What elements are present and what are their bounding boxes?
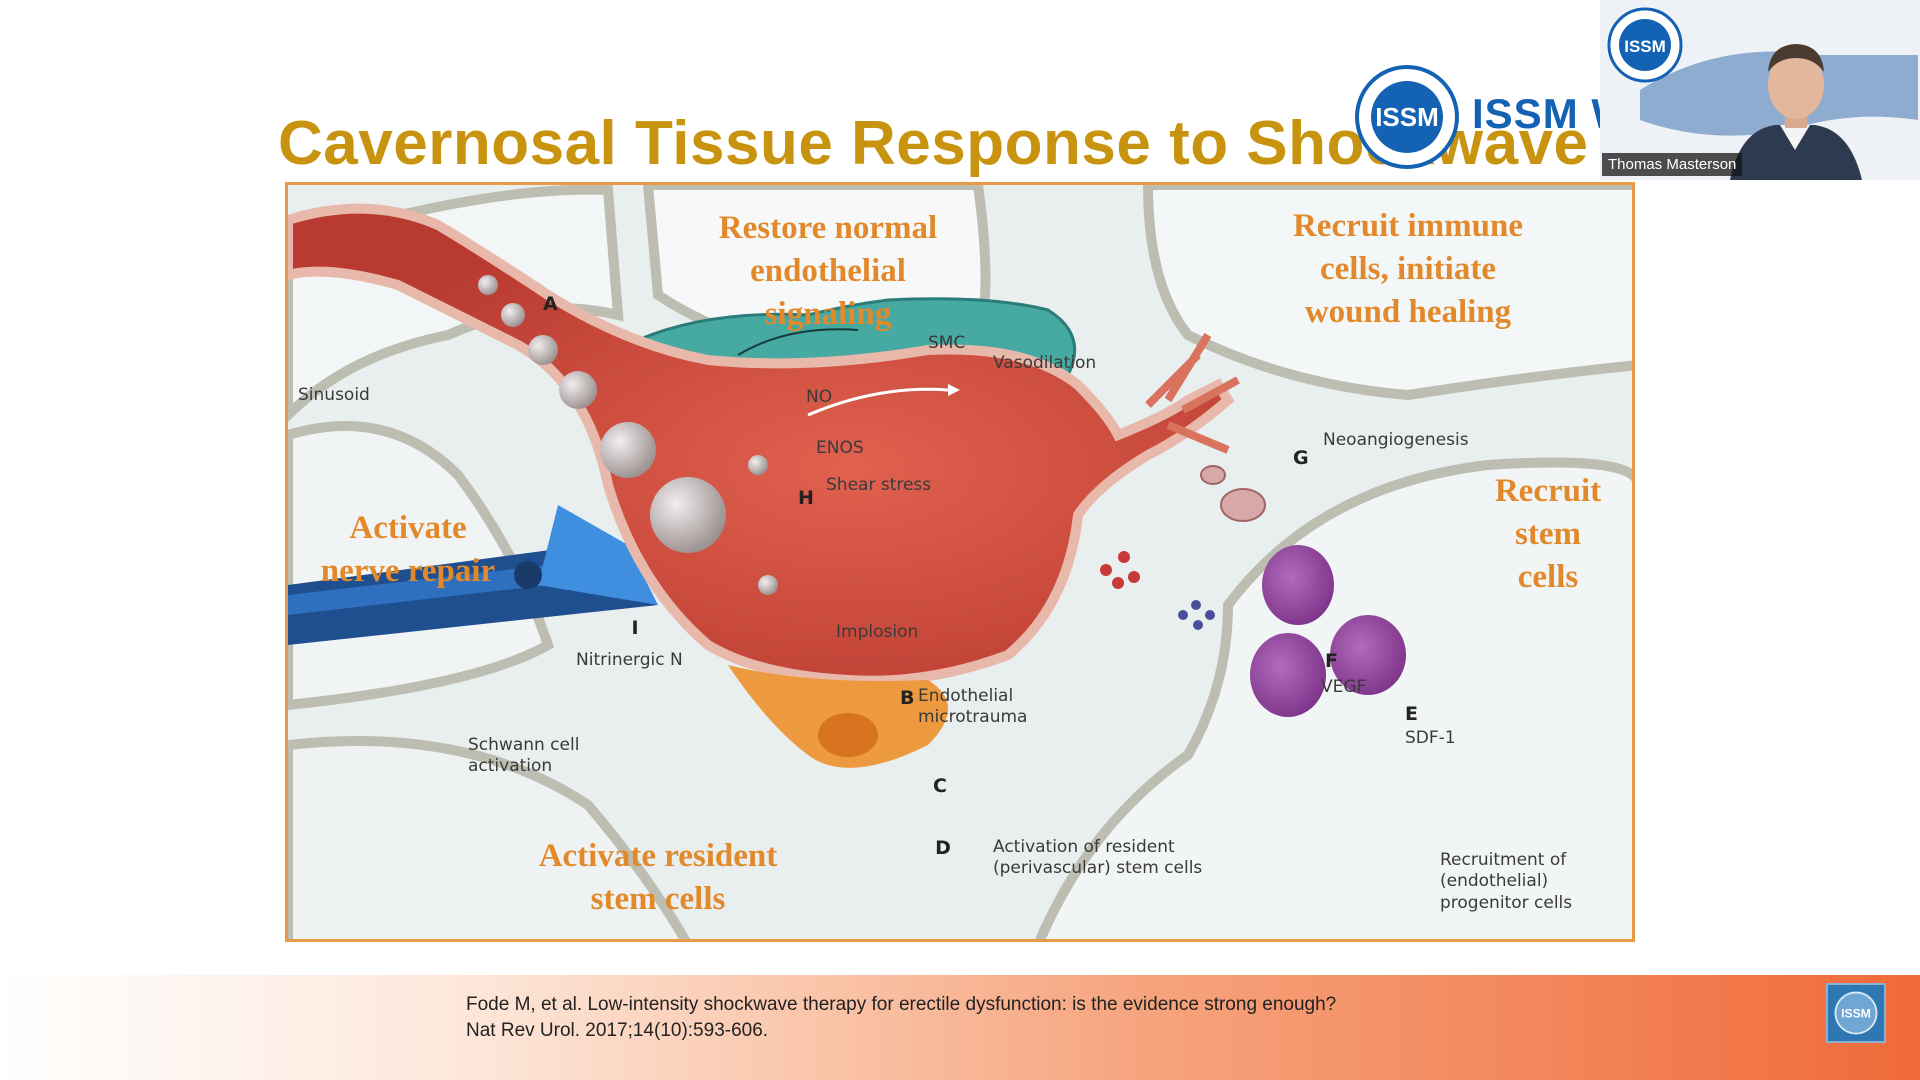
- label-sinusoid: Sinusoid: [298, 385, 370, 405]
- letter-d: D: [935, 837, 951, 859]
- label-shear-stress: Shear stress: [826, 475, 932, 495]
- label-no: NO: [806, 387, 833, 407]
- label-schwann: Schwann cell activation: [468, 735, 580, 777]
- label-nitrinergic: Nitrinergic N: [576, 650, 683, 670]
- label-enos: ENOS: [816, 438, 864, 458]
- headline-resident-stem: Activate resident stem cells: [538, 838, 778, 917]
- letter-c: C: [933, 775, 947, 797]
- label-neoangiogenesis: Neoangiogenesis: [1323, 430, 1469, 450]
- svg-text:ISSM: ISSM: [1841, 1007, 1871, 1021]
- letter-h: H: [798, 487, 814, 509]
- label-implosion: Implosion: [836, 622, 919, 642]
- letter-f: F: [1325, 650, 1338, 672]
- svg-text:ISSM: ISSM: [1375, 102, 1439, 132]
- svg-text:ISSM: ISSM: [1624, 37, 1666, 56]
- headline-recruit-stem: Recruit stem cells: [1494, 473, 1602, 595]
- label-recruitment: Recruitment of (endothelial) progenitor …: [1440, 850, 1573, 913]
- headline-recruit-immune: Recruit immune cells, initiate wound hea…: [1292, 208, 1524, 330]
- headline-nerve-repair: Activate nerve repair: [320, 510, 496, 589]
- label-sdf1: SDF-1: [1405, 728, 1456, 748]
- label-endothelial-microtrauma: Endothelial microtrauma: [918, 686, 1028, 728]
- tissue-illustration: [288, 185, 1632, 939]
- letter-g: G: [1293, 447, 1309, 469]
- letter-i: I: [631, 617, 639, 639]
- label-vegf: VEGF: [1321, 677, 1367, 697]
- shockwave-figure: Restore normal endothelial signaling Rec…: [285, 182, 1635, 942]
- participant-video-tile[interactable]: ISSM Thomas Masterson: [1600, 0, 1920, 180]
- footer-bar: [0, 975, 1920, 1080]
- participant-name: Thomas Masterson: [1602, 153, 1743, 176]
- letter-e: E: [1405, 703, 1418, 725]
- label-activation-resident: Activation of resident (perivascular) st…: [993, 837, 1203, 879]
- label-smc: SMC: [928, 333, 966, 353]
- citation-text: Fode M, et al. Low-intensity shockwave t…: [466, 994, 1337, 1041]
- participant-video: ISSM: [1600, 0, 1920, 180]
- issm-logo: ISSM: [1355, 65, 1459, 169]
- letter-a: A: [543, 293, 558, 315]
- headline-restore-signaling: Restore normal endothelial signaling: [718, 210, 938, 332]
- issm-footer-logo: ISSM: [1826, 983, 1886, 1043]
- letter-b: B: [900, 687, 915, 709]
- label-vasodilation: Vasodilation: [993, 353, 1097, 373]
